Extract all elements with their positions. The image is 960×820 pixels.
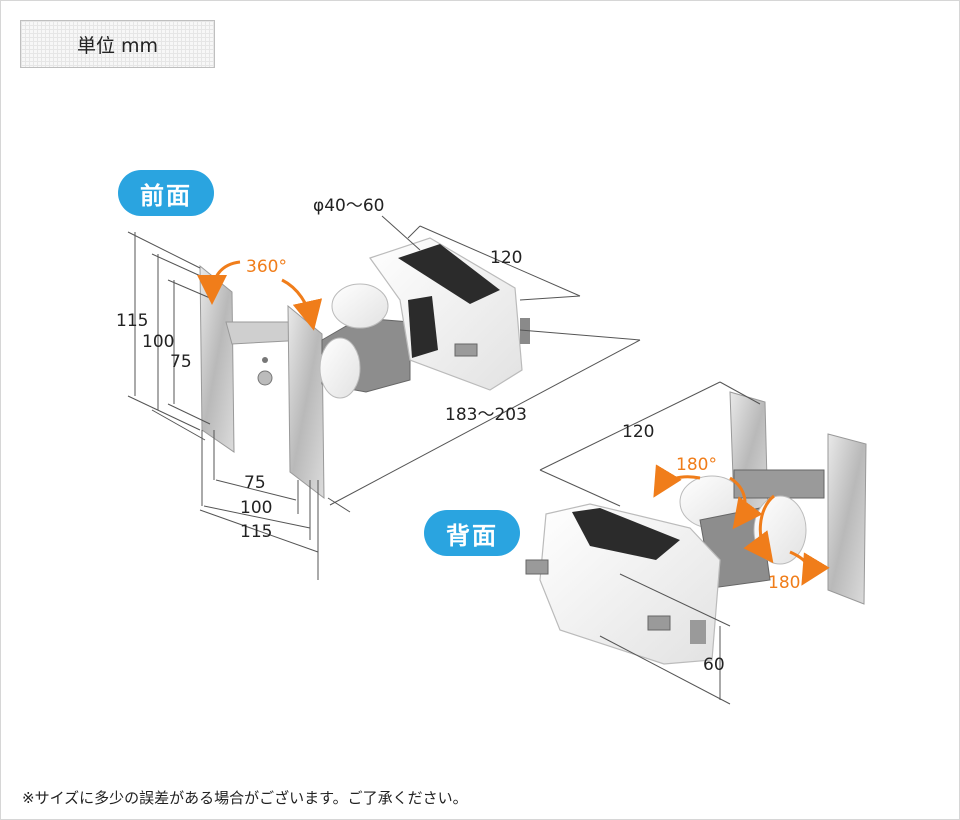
footnote: ※サイズに多少の誤差がある場合がございます。ご了承ください。	[22, 789, 468, 807]
plate-width-115-label: 115	[240, 522, 272, 542]
back-view-badge: 背面	[424, 510, 520, 556]
back-side-rotation-label: 180°	[768, 573, 809, 593]
back-depth-label: 120	[622, 422, 654, 442]
plate-height-75-label: 75	[170, 352, 192, 372]
pipe-diameter-label: φ40～60	[313, 196, 384, 216]
front-rotation-arrow-left	[197, 260, 241, 305]
plate-height-100-label: 100	[142, 332, 174, 352]
back-top-rotation-arrow	[653, 464, 701, 498]
front-rotation-arrow-right	[281, 278, 323, 331]
back-dimension-lines	[539, 381, 761, 705]
back-mount-illustration	[525, 391, 867, 665]
back-top-rotation-label: 180°	[676, 455, 717, 475]
clamp-height-label: 60	[703, 655, 725, 675]
plate-width-75-label: 75	[244, 473, 266, 493]
front-depth-label: 120	[490, 248, 522, 268]
back-side-rotation-arrow-2	[789, 550, 830, 586]
front-mount-illustration	[199, 237, 530, 500]
unit-label: 単位 mm	[20, 20, 215, 68]
front-view-badge: 前面	[118, 170, 214, 216]
front-rotation-label: 360°	[246, 257, 287, 277]
plate-width-100-label: 100	[240, 498, 272, 518]
back-top-rotation-arrow-2	[729, 476, 763, 530]
length-range-label: 183～203	[445, 405, 527, 425]
plate-height-115-label: 115	[116, 311, 148, 331]
back-side-rotation-arrow	[743, 494, 776, 564]
